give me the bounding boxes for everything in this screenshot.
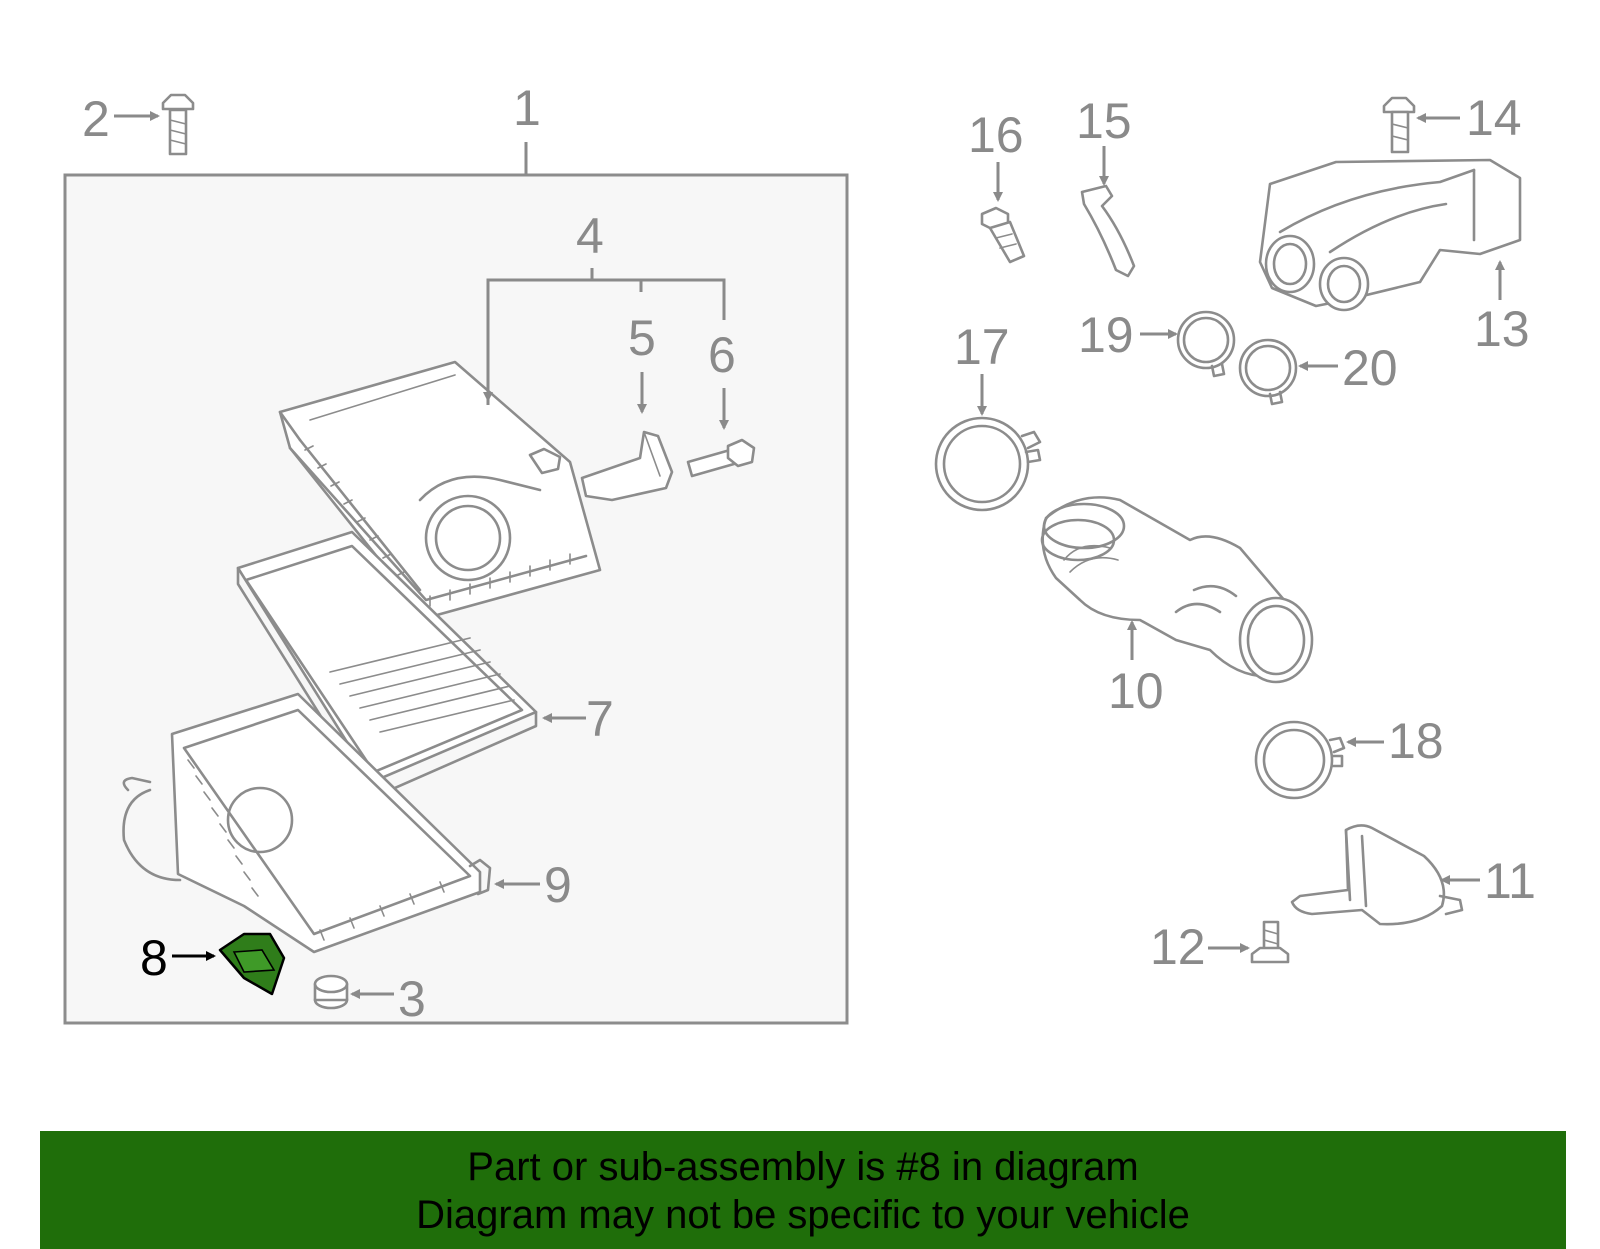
clamp-part-20[interactable] <box>1238 338 1298 406</box>
sensor-part-5[interactable] <box>580 430 674 502</box>
highlighted-part-8[interactable] <box>218 932 286 996</box>
callout-18[interactable]: 18 <box>1388 713 1444 769</box>
lower-case-part-9[interactable] <box>122 692 492 954</box>
callout-8[interactable]: 8 <box>140 930 168 986</box>
callout-5[interactable]: 5 <box>628 310 656 366</box>
callout-4[interactable]: 4 <box>576 208 604 264</box>
callout-9[interactable]: 9 <box>544 857 572 913</box>
clamp-part-18[interactable] <box>1254 720 1346 800</box>
callout-20[interactable]: 20 <box>1342 340 1398 396</box>
info-banner: Part or sub-assembly is #8 in diagram Di… <box>40 1131 1566 1249</box>
callout-10[interactable]: 10 <box>1108 663 1164 719</box>
clamp-part-17[interactable] <box>934 416 1042 512</box>
upper-case-part-4[interactable] <box>278 360 602 646</box>
callout-3[interactable]: 3 <box>398 971 426 1027</box>
bolt-part-2[interactable] <box>161 93 195 156</box>
callout-1[interactable]: 1 <box>513 80 541 136</box>
callout-14[interactable]: 14 <box>1466 90 1522 146</box>
hose-part-10[interactable] <box>1040 496 1314 684</box>
banner-line-1: Part or sub-assembly is #8 in diagram <box>467 1145 1139 1189</box>
bracket-part-15[interactable] <box>1080 184 1136 278</box>
callout-11[interactable]: 11 <box>1484 853 1536 909</box>
callout-17[interactable]: 17 <box>954 319 1010 375</box>
callout-6[interactable]: 6 <box>708 327 736 383</box>
callout-7[interactable]: 7 <box>586 691 614 747</box>
callout-2[interactable]: 2 <box>82 91 110 147</box>
inlet-part-11[interactable] <box>1290 824 1464 926</box>
callout-13[interactable]: 13 <box>1474 301 1530 357</box>
banner-line-2: Diagram may not be specific to your vehi… <box>416 1193 1190 1237</box>
screw-part-6[interactable] <box>686 438 756 478</box>
bolt-part-14[interactable] <box>1382 96 1416 154</box>
intake-duct-part-13[interactable] <box>1258 158 1522 312</box>
bolt-part-16[interactable] <box>980 206 1026 264</box>
callout-16[interactable]: 16 <box>968 107 1024 163</box>
callout-19[interactable]: 19 <box>1078 307 1134 363</box>
clamp-part-19[interactable] <box>1176 310 1236 378</box>
callout-15[interactable]: 15 <box>1076 93 1132 149</box>
grommet-part-3[interactable] <box>313 974 349 1010</box>
bolt-part-12[interactable] <box>1250 920 1290 964</box>
callout-12[interactable]: 12 <box>1150 919 1206 975</box>
